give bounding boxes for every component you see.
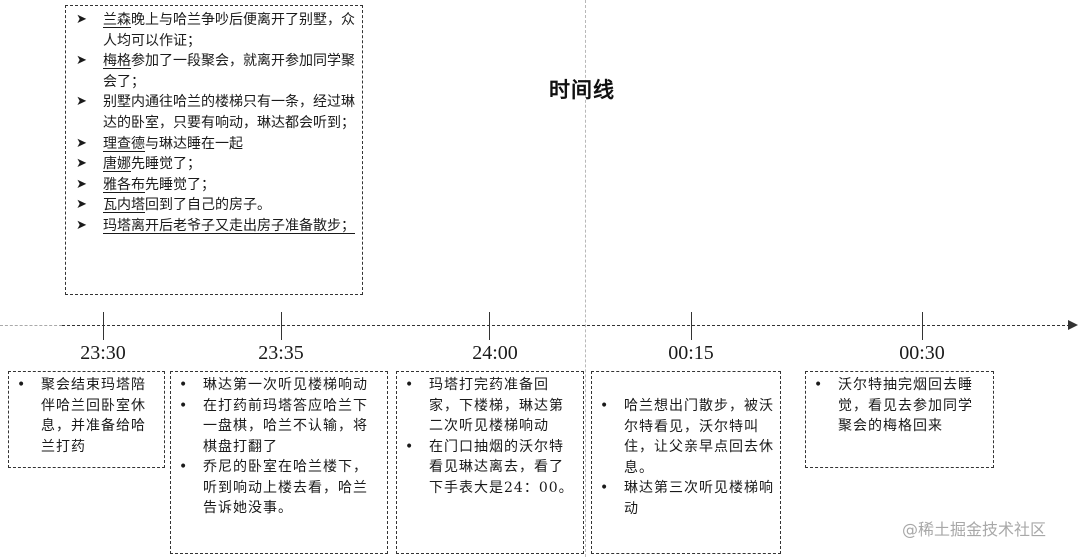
diagram-title: 时间线 [549, 78, 615, 102]
arrow-bullet-icon: ➤ [76, 197, 87, 213]
event-box-0015: •哈兰想出门散步，被沃尔特看见，沃尔特叫住，让父亲早点回去休息。 •琳达第三次听… [591, 371, 781, 554]
tick-mark [281, 312, 282, 340]
fact-item: ➤瓦内塔回到了自己的房子。 [76, 195, 358, 216]
fact-item: ➤兰森晚上与哈兰争吵后便离开了别墅，众人均可以作证； [76, 12, 355, 49]
dot-bullet-icon: • [600, 480, 610, 496]
fact-item: ➤ 玛塔离开后老爷子又走出房子准备散步； [76, 216, 358, 237]
event-item: •聚会结束玛塔陪伴哈兰回卧室休息，并准备给哈兰打药 [17, 377, 146, 455]
fact-item: ➤理查德与琳达睡在一起 [76, 134, 358, 155]
tick-mark [489, 312, 490, 340]
character-name: 理查德 [103, 135, 145, 152]
dot-bullet-icon: • [179, 377, 189, 393]
tick-mark [691, 312, 692, 340]
time-label: 23:35 [258, 342, 304, 364]
facts-box: ➤兰森晚上与哈兰争吵后便离开了别墅，众人均可以作证； ➤梅格参加了一段聚会，就离… [65, 5, 363, 295]
dot-bullet-icon: • [405, 438, 415, 455]
event-item: •哈兰想出门散步，被沃尔特看见，沃尔特叫住，让父亲早点回去休息。 [600, 398, 774, 476]
time-label: 00:30 [899, 342, 945, 364]
axis-arrowhead-icon [1068, 320, 1078, 330]
timeline-axis-fade [0, 325, 62, 326]
dot-bullet-icon: • [17, 377, 27, 393]
dot-bullet-icon: • [600, 398, 610, 414]
arrow-bullet-icon: ➤ [76, 53, 87, 69]
fact-item: ➤别墅内通往哈兰的楼梯只有一条，经过琳达的卧室，只要有响动，琳达都会听到； [76, 94, 355, 131]
fact-item: ➤雅各布先睡觉了； [76, 175, 358, 196]
event-box-0030: •沃尔特抽完烟回去睡觉，看见去参加同学聚会的梅格回来 [805, 371, 994, 468]
arrow-bullet-icon: ➤ [76, 217, 87, 233]
time-label: 23:30 [80, 342, 126, 364]
character-name: 唐娜 [103, 156, 131, 173]
dot-bullet-icon: • [405, 377, 415, 393]
dot-bullet-icon: • [814, 377, 824, 393]
arrow-bullet-icon: ➤ [76, 94, 87, 110]
arrow-bullet-icon: ➤ [76, 12, 87, 27]
arrow-bullet-icon: ➤ [76, 135, 87, 151]
event-item: •在门口抽烟的沃尔特看见琳达离去，看了下手表大是24：00。 [405, 438, 574, 496]
event-item: •在打药前玛塔答应哈兰下一盘棋，哈兰不认输，将棋盘打翻了 [179, 397, 368, 455]
event-item: •乔尼的卧室在哈兰楼下，听到响动上楼去看，哈兰告诉她没事。 [179, 459, 368, 516]
time-label: 00:15 [668, 342, 714, 364]
dot-bullet-icon: • [179, 459, 189, 475]
event-box-2330: •聚会结束玛塔陪伴哈兰回卧室休息，并准备给哈兰打药 [8, 371, 165, 468]
center-divider-line [585, 0, 586, 557]
underlined-fact: 玛塔离开后老爷子又走出房子准备散步； [103, 217, 355, 234]
time-label: 24:00 [472, 342, 518, 364]
dot-bullet-icon: • [179, 397, 189, 414]
event-item: •玛塔打完药准备回家，下楼梯，琳达第二次听见楼梯响动 [405, 377, 564, 434]
event-box-2335: •琳达第一次听见楼梯响动 •在打药前玛塔答应哈兰下一盘棋，哈兰不认输，将棋盘打翻… [170, 371, 388, 554]
character-name: 雅各布 [103, 176, 145, 193]
arrow-bullet-icon: ➤ [76, 156, 87, 172]
character-name: 瓦内塔 [103, 197, 145, 214]
character-name: 梅格 [103, 53, 131, 70]
tick-mark [103, 312, 104, 340]
watermark: @稀土掘金技术社区 [902, 520, 1047, 539]
event-item: •沃尔特抽完烟回去睡觉，看见去参加同学聚会的梅格回来 [814, 377, 973, 434]
fact-item: ➤唐娜先睡觉了； [76, 154, 358, 175]
character-name: 兰森 [103, 12, 131, 28]
timeline-axis [62, 325, 1070, 326]
arrow-bullet-icon: ➤ [76, 176, 87, 192]
tick-mark [922, 312, 923, 340]
event-box-2400: •玛塔打完药准备回家，下楼梯，琳达第二次听见楼梯响动 •在门口抽烟的沃尔特看见琳… [396, 371, 584, 554]
event-item: •琳达第三次听见楼梯响动 [600, 480, 774, 517]
event-item: •琳达第一次听见楼梯响动 [177, 375, 381, 396]
fact-item: ➤梅格参加了一段聚会，就离开参加同学聚会了； [76, 53, 355, 90]
